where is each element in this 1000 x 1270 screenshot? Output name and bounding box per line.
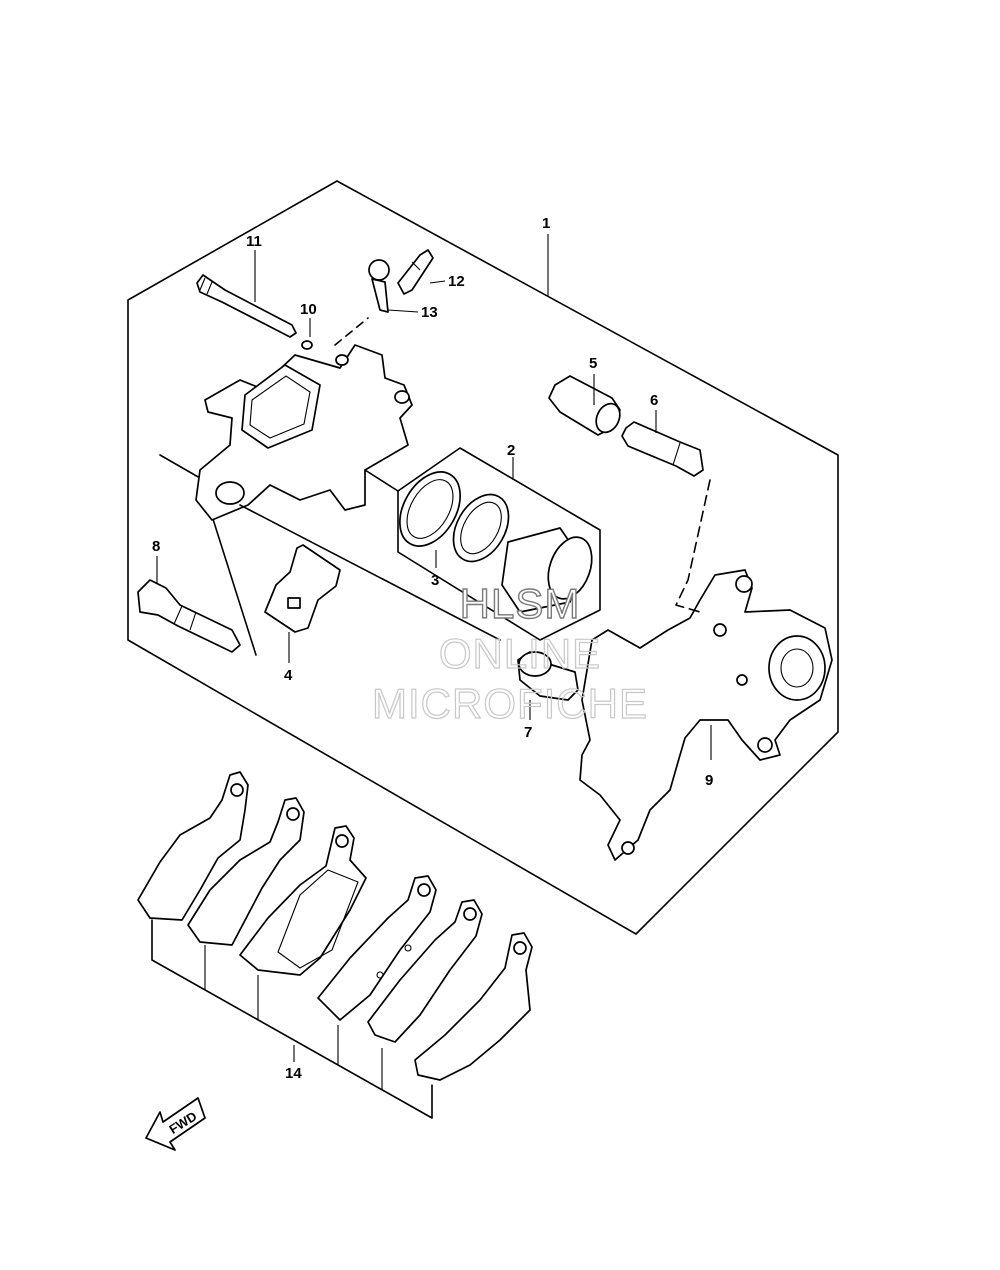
callout-14: 14 bbox=[285, 1065, 302, 1082]
arrow-icon bbox=[145, 1097, 206, 1151]
pad-spring-4 bbox=[264, 544, 341, 633]
sleeve-5 bbox=[548, 375, 621, 436]
watermark-line3: MICROFICHE bbox=[372, 680, 648, 727]
callout-7: 7 bbox=[524, 724, 532, 741]
callout-11: 11 bbox=[246, 233, 262, 250]
leader-lines bbox=[156, 234, 712, 1062]
callout-6: 6 bbox=[650, 392, 658, 409]
callout-10: 10 bbox=[300, 301, 317, 318]
piston-seals-3 bbox=[399, 471, 510, 563]
pads-bracket-line bbox=[151, 919, 433, 1119]
callout-4: 4 bbox=[284, 667, 293, 684]
callout-13: 13 bbox=[421, 304, 438, 321]
piston-set-outline bbox=[397, 447, 601, 641]
callout-12: 12 bbox=[448, 273, 465, 290]
callout-1: 1 bbox=[542, 215, 550, 232]
watermark-line1: HLSM bbox=[460, 580, 581, 627]
piston-2 bbox=[501, 527, 593, 613]
pin-8 bbox=[137, 579, 241, 653]
bleeder-cap-13 bbox=[368, 259, 390, 313]
ring-10 bbox=[301, 340, 313, 350]
bolt-7 bbox=[517, 651, 579, 701]
callout-5: 5 bbox=[589, 355, 597, 372]
bleeder-screw-12 bbox=[397, 249, 434, 295]
callout-3: 3 bbox=[431, 572, 439, 589]
brake-pads-14 bbox=[137, 771, 533, 1081]
callout-2: 2 bbox=[507, 442, 515, 459]
watermark: HLSM ONLINE MICROFICHE bbox=[371, 579, 648, 727]
guide-bolt-11 bbox=[196, 274, 297, 338]
watermark-line2: ONLINE bbox=[439, 630, 601, 677]
bracket-9 bbox=[579, 569, 833, 861]
bolt-6 bbox=[621, 421, 704, 477]
assembly-outline bbox=[127, 180, 839, 935]
callout-9: 9 bbox=[705, 772, 713, 789]
callout-8: 8 bbox=[152, 538, 160, 555]
fwd-indicator: FWD bbox=[145, 1097, 206, 1151]
caliper-body bbox=[195, 344, 413, 521]
